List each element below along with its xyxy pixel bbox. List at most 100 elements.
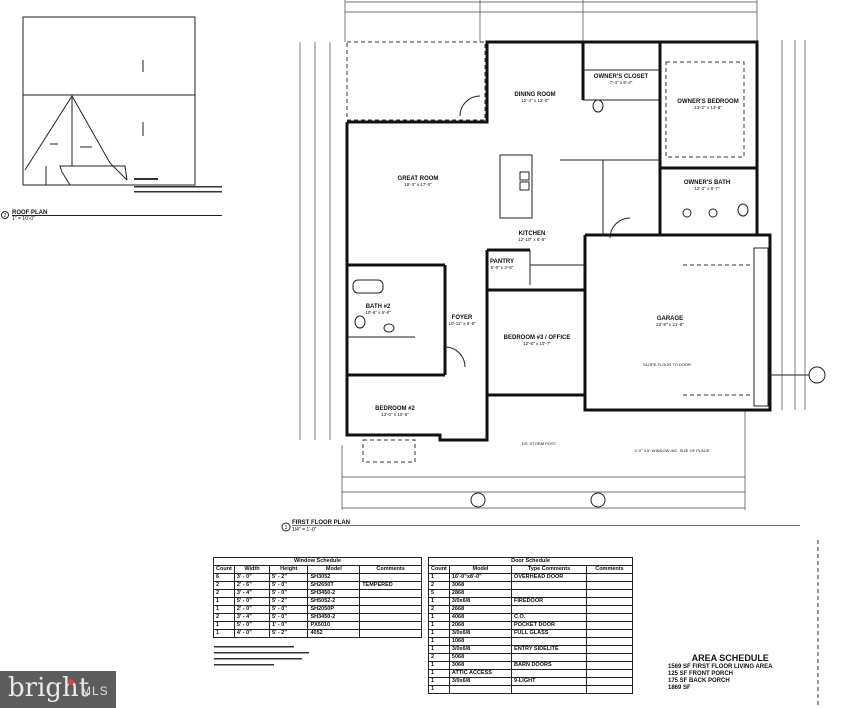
- schedule-cell: [585, 661, 634, 670]
- schedule-cell: POCKET DOOR: [511, 621, 587, 630]
- schedule-cell: 3' - 0": [233, 573, 271, 582]
- door-schedule-title: Door Schedule: [428, 557, 633, 566]
- schedule-cell: 1: [428, 661, 450, 670]
- room-dims: 7'-4" x 6'-3": [610, 80, 633, 85]
- sink: [383, 323, 395, 333]
- schedule-cell: 1: [428, 677, 450, 686]
- schedule-cell: SH3052: [307, 573, 361, 582]
- schedule-cell: 4068: [448, 613, 513, 622]
- schedule-cell: 1' - 0": [269, 621, 309, 630]
- schedule-cell: 1068: [448, 637, 513, 646]
- schedule-cell: 6: [213, 573, 235, 582]
- schedule-cell: 9-LIGHT: [511, 677, 587, 686]
- schedule-cell: [585, 685, 634, 694]
- column-header: Count: [213, 565, 235, 574]
- kitchen-island: [499, 154, 533, 219]
- schedule-cell: 2' - 0": [233, 605, 271, 614]
- bathtub: [352, 279, 384, 294]
- front-porch: [362, 439, 416, 463]
- toilet: [354, 315, 366, 329]
- schedule-cell: [359, 613, 422, 622]
- schedule-cell: SH3450-2: [307, 613, 361, 622]
- schedule-cell: 2' - 6": [233, 581, 271, 590]
- schedule-cell: [359, 597, 422, 606]
- room-label-bedroom-3: BEDROOM #3 / OFFICE: [504, 335, 571, 341]
- room-dims: 12'-4" x 13'-0": [521, 98, 549, 103]
- logo-accent-dot: [68, 679, 74, 685]
- schedule-cell: [585, 581, 634, 590]
- schedule-cell: [511, 669, 587, 678]
- schedule-cell: 2: [428, 605, 450, 614]
- schedule-cell: 5: [428, 589, 450, 598]
- schedule-cell: 5' - 0": [233, 597, 271, 606]
- room-dims: 10'-8" x 5'-8": [365, 310, 391, 315]
- schedule-cell: 5' - 2": [269, 573, 309, 582]
- schedule-cell: 3/0x6/8: [448, 645, 513, 654]
- room-label-great-room: GREAT ROOM: [398, 176, 439, 182]
- schedule-cell: [585, 589, 634, 598]
- schedule-cell: [359, 629, 422, 638]
- schedule-cell: 3' - 4": [233, 589, 271, 598]
- schedule-cell: [585, 621, 634, 630]
- schedule-cell: 5' - 2": [269, 597, 309, 606]
- first-floor-plan: DINING ROOM 12'-4" x 13'-0" OWNER'S CLOS…: [281, 0, 826, 533]
- room-dims: 13'-0" x 10'-8": [381, 412, 409, 417]
- schedule-cell: OVERHEAD DOOR: [511, 573, 587, 582]
- room-dims: 10'-11" x 6'-8": [448, 321, 476, 326]
- schedule-cell: [585, 573, 634, 582]
- schedule-cell: 2: [428, 581, 450, 590]
- schedule-cell: [448, 685, 513, 694]
- window-schedule: Window Schedule Count Width Height Model…: [213, 557, 422, 638]
- schedule-cell: [585, 677, 634, 686]
- area-schedule: AREA SCHEDULE 1569 SF FIRST FLOOR LIVING…: [668, 654, 773, 692]
- schedule-cell: 2: [213, 613, 235, 622]
- schedule-cell: 1: [213, 605, 235, 614]
- column-header: Comments: [359, 565, 422, 574]
- schedule-cell: 1: [428, 597, 450, 606]
- schedule-cell: TEMPERED: [359, 581, 422, 590]
- schedule-cell: FULL GLASS: [511, 629, 587, 638]
- door-schedule: Door Schedule Count Model Type Comments …: [428, 557, 634, 694]
- room-label-foyer: FOYER: [452, 315, 473, 321]
- room-dims: 13'-2" x 13'-8": [694, 105, 722, 110]
- schedule-cell: [585, 645, 634, 654]
- room-dims: 12'-10" x 8'-8": [518, 237, 546, 242]
- back-porch: [346, 41, 486, 121]
- schedule-cell: 5068: [448, 653, 513, 662]
- tray-ceiling: [665, 61, 745, 158]
- schedule-cell: [511, 589, 587, 598]
- schedule-row: 1: [428, 685, 634, 694]
- roof-plan: 2 ROOF PLAN 1" = 10'-0": [1, 16, 222, 222]
- logo-suffix: MLS: [81, 684, 109, 698]
- area-line: 1569 SF FIRST FLOOR LIVING AREA: [668, 664, 773, 670]
- logo-wordmark: bright: [8, 673, 90, 703]
- room-dims: 12'-8" x 10'-7": [523, 341, 551, 346]
- column-header: Count: [428, 565, 450, 574]
- roof-hip: [24, 95, 128, 181]
- schedule-cell: 3/0x6/8: [448, 597, 513, 606]
- room-label-garage: GARAGE: [657, 316, 683, 322]
- section-marker: [808, 366, 826, 384]
- door-swing: [609, 217, 631, 239]
- schedule-cell: SH5052-2: [307, 597, 361, 606]
- schedule-cell: 3/0x6/8: [448, 677, 513, 686]
- schedule-cell: [359, 605, 422, 614]
- schedule-cell: 5' - 0": [269, 613, 309, 622]
- room-dims: 12'-2" x 6'-7": [694, 186, 720, 191]
- garage-window-note: 2'-0" 4.5" WINDOW INC. SIZE OF PLACE: [635, 448, 710, 453]
- schedule-cell: 1: [213, 597, 235, 606]
- garage-slope-note: SLOPE FLOOR TO DOOR: [643, 362, 691, 367]
- room-label-dining: DINING ROOM: [514, 92, 555, 98]
- room-label-owners-bath: OWNER'S BATH: [684, 180, 730, 186]
- schedule-cell: [511, 653, 587, 662]
